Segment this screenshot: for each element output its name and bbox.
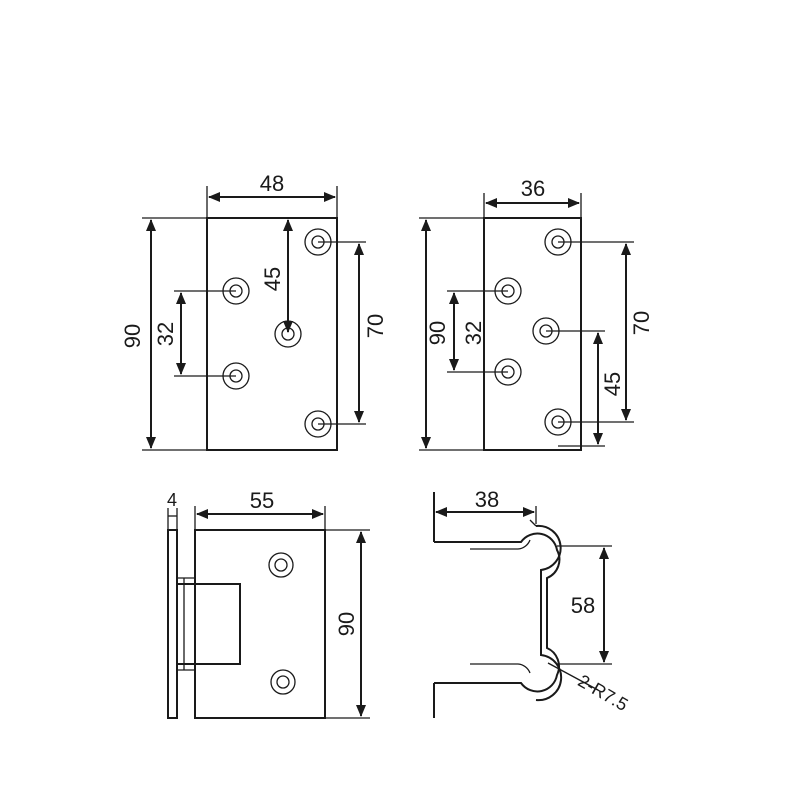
hinge-knuckle-profile xyxy=(434,532,561,693)
dimension-label-radius: 2-R7.5 xyxy=(575,671,632,715)
dimension-width: 48 xyxy=(206,171,338,218)
hinge-leaf-plate xyxy=(483,217,582,451)
dimension-label-hole-spacing-left: 32 xyxy=(153,322,178,346)
dimension-knuckle-spacing: 58 xyxy=(557,545,612,665)
dimension-height: 90 xyxy=(419,217,484,451)
mounting-hole xyxy=(268,552,294,578)
dimension-label-width: 55 xyxy=(250,488,274,513)
hinge-leaf-plate xyxy=(206,217,338,451)
dimension-label-width: 38 xyxy=(475,487,499,512)
front-view-right-leaf: 36 90 32 70 45 xyxy=(419,176,654,451)
glass-clamp-plate xyxy=(167,529,178,719)
dimension-width: 38 xyxy=(435,487,537,524)
dimension-label-height: 90 xyxy=(334,612,359,636)
dimension-hole-spacing-left: 32 xyxy=(153,290,236,377)
dimension-width: 36 xyxy=(483,176,582,218)
dimension-width: 55 xyxy=(194,488,326,530)
dimension-thickness: 4 xyxy=(167,490,178,530)
dimension-label-height: 90 xyxy=(120,324,145,348)
dimension-hole-spacing-left: 32 xyxy=(447,290,508,373)
dimension-label-thickness: 4 xyxy=(167,490,177,510)
dimension-label-knuckle-spacing: 58 xyxy=(571,593,595,618)
hinge-curved-leaf xyxy=(535,524,563,702)
dimension-label-hole-spacing-right: 70 xyxy=(363,314,388,338)
hinge-body xyxy=(177,583,241,665)
dimension-label-width: 48 xyxy=(260,171,284,196)
dimension-label-width: 36 xyxy=(521,176,545,201)
dimension-hole-offset-right: 45 xyxy=(546,330,625,447)
dimension-height: 90 xyxy=(120,217,207,451)
dimension-label-hole-spacing-right: 70 xyxy=(629,311,654,335)
mounting-hole xyxy=(270,669,296,695)
dimension-label-hole-offset-right: 45 xyxy=(600,372,625,396)
section-view-right: 38 58 2-R7.5 xyxy=(433,487,632,718)
dimension-hole-spacing-right: 70 xyxy=(318,241,388,425)
side-view-left: 4 55 90 xyxy=(167,488,370,719)
hinge-leaf-plate xyxy=(194,529,326,719)
dimension-hole-offset-center: 45 xyxy=(260,217,298,333)
dimension-label-height: 90 xyxy=(425,321,450,345)
front-view-left-leaf: 48 90 32 45 70 xyxy=(120,171,388,451)
dimension-hole-spacing-right: 70 xyxy=(558,241,654,423)
dimension-label-hole-offset-center: 45 xyxy=(260,267,285,291)
dimension-label-hole-spacing-left: 32 xyxy=(461,321,486,345)
dimension-height: 90 xyxy=(325,529,370,719)
